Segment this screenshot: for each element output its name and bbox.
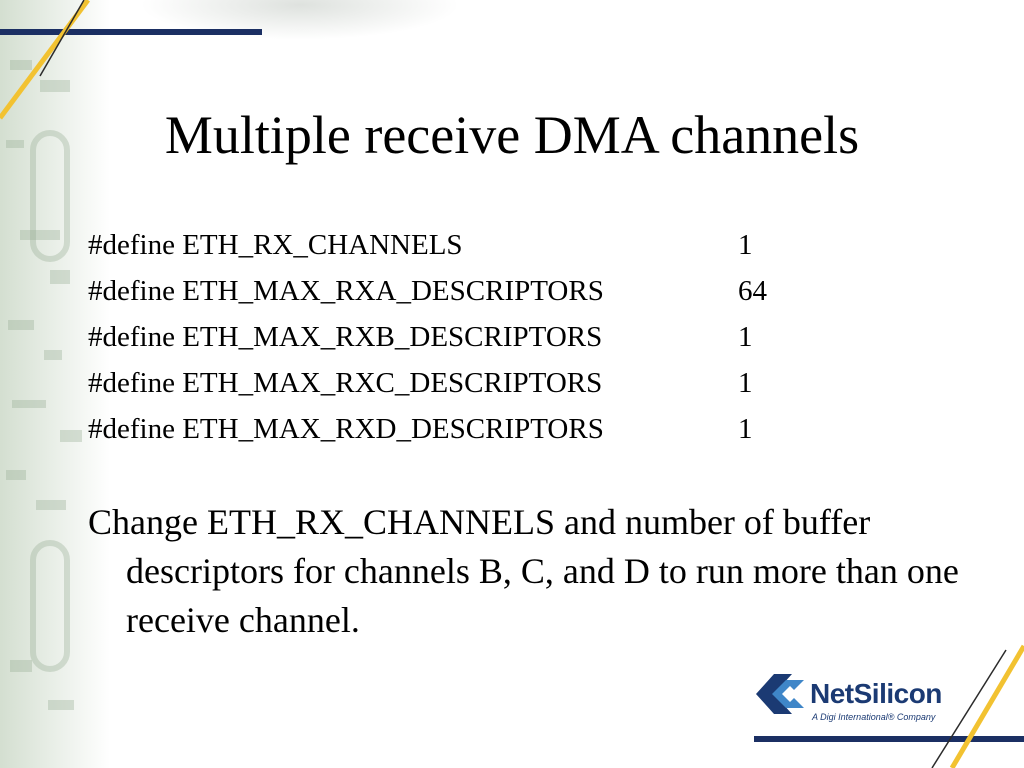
netsilicon-logo-icon xyxy=(756,674,804,714)
define-value: 1 xyxy=(738,229,753,261)
define-name: #define ETH_RX_CHANNELS xyxy=(88,229,463,261)
netsilicon-logo: NetSilicon A Digi International® Company xyxy=(752,668,962,728)
define-name: #define ETH_MAX_RXA_DESCRIPTORS xyxy=(88,275,604,307)
define-value: 1 xyxy=(738,367,753,399)
define-value: 1 xyxy=(738,321,753,353)
logo-tagline: A Digi International® Company xyxy=(812,712,936,722)
bottom-thin-diagonal xyxy=(931,649,1007,768)
slide-title: Multiple receive DMA channels xyxy=(164,105,860,165)
define-name: #define ETH_MAX_RXD_DESCRIPTORS xyxy=(88,413,604,445)
define-name: #define ETH_MAX_RXB_DESCRIPTORS xyxy=(88,321,603,353)
top-accent-bar xyxy=(0,29,262,35)
define-name: #define ETH_MAX_RXC_DESCRIPTORS xyxy=(88,367,603,399)
top-thin-diagonal xyxy=(39,0,85,77)
left-decorative-strip xyxy=(0,0,110,768)
logo-wordmark: NetSilicon xyxy=(810,678,942,709)
bottom-gold-diagonal xyxy=(949,644,1024,768)
define-value: 1 xyxy=(738,413,753,445)
bottom-accent-bar xyxy=(754,736,1024,742)
body-paragraph: Change ETH_RX_CHANNELS and number of buf… xyxy=(88,502,959,640)
define-value: 64 xyxy=(738,275,767,307)
